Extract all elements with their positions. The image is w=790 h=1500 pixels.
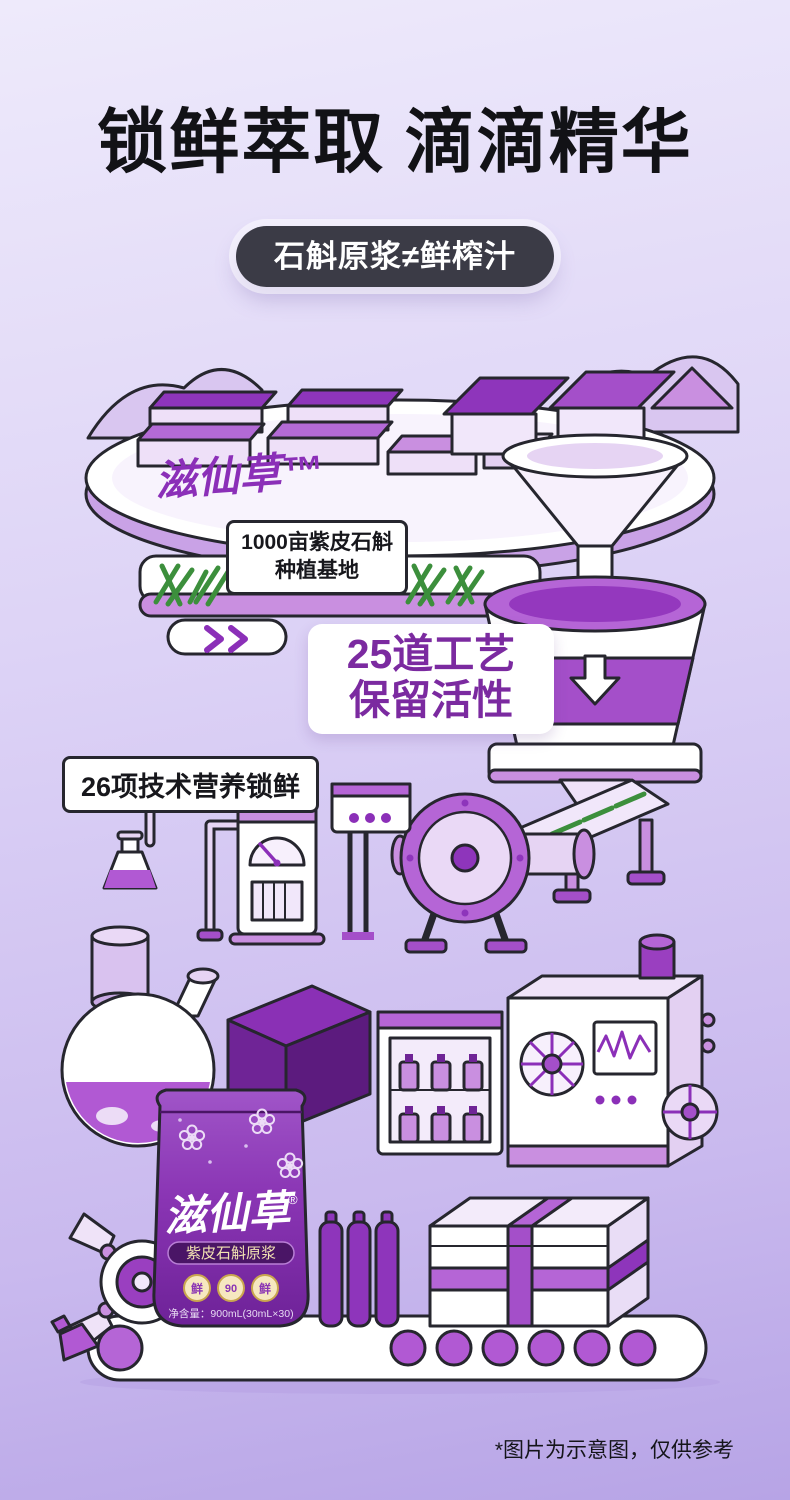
process-label-line1: 25道工艺: [346, 631, 516, 677]
monitoring-machine: [506, 933, 719, 1168]
flower-icon: [178, 1108, 304, 1178]
tech-label: 26项技术营养锁鲜: [62, 756, 320, 813]
page-title: 锁鲜萃取 滴滴精华: [97, 105, 693, 182]
monitor-waveform-icon: [592, 1020, 658, 1076]
platform-logo: 滋仙草™: [154, 446, 325, 505]
purple-bottles: [318, 1210, 400, 1328]
farm-label-line2: 种植基地: [275, 559, 359, 583]
factory-illustration: 滋仙草™: [50, 355, 740, 1394]
wrapped-parcel: [428, 1196, 650, 1328]
package-badge-3: 鲜: [259, 1281, 271, 1296]
conveyor-belt: [80, 1314, 720, 1394]
double-chevron-icon: [204, 625, 248, 653]
disclaimer-note: *图片为示意图，仅供参考: [494, 1439, 734, 1462]
bottle-icons: [398, 1054, 484, 1144]
pressure-gauge-icon: [248, 836, 306, 867]
lab-glassware: [60, 830, 220, 1148]
control-box: [330, 782, 412, 940]
farm-label: 1000亩紫皮石斛 种植基地: [226, 520, 408, 595]
farm-buildings: [136, 366, 734, 476]
claim-badge: 石斛原浆≠鲜榨汁: [235, 226, 555, 287]
package-subtitle: 紫皮石斛原浆: [186, 1244, 276, 1262]
product-package: 滋仙草 ® 紫皮石斛原浆 鲜 90 鲜 净含量：900mL(30mL×30): [152, 1088, 310, 1328]
package-badge-1: 鲜: [191, 1281, 203, 1296]
small-flask: [50, 1314, 100, 1362]
farm-label-line1: 1000亩紫皮石斛: [241, 531, 393, 554]
package-reg-mark: ®: [288, 1192, 298, 1207]
grinding-drum: [390, 792, 596, 954]
valve-wheel-icon: [519, 1031, 585, 1097]
bottling-machine: [376, 1010, 504, 1156]
dendrobium-stalks: [153, 563, 485, 607]
pipes: [144, 792, 246, 942]
process-label-line2: 保留活性: [349, 676, 513, 723]
package-badges: 鲜 90 鲜: [183, 1274, 279, 1302]
package-brand: 滋仙草: [163, 1186, 298, 1240]
package-net-content: 净含量：900mL(30mL×30): [168, 1307, 293, 1320]
process-label: 25道工艺 保留活性: [308, 624, 554, 734]
package-badge-2: 90: [225, 1283, 237, 1295]
down-arrow-icon: [569, 654, 621, 706]
crank-wheel-icon: [661, 1083, 719, 1141]
